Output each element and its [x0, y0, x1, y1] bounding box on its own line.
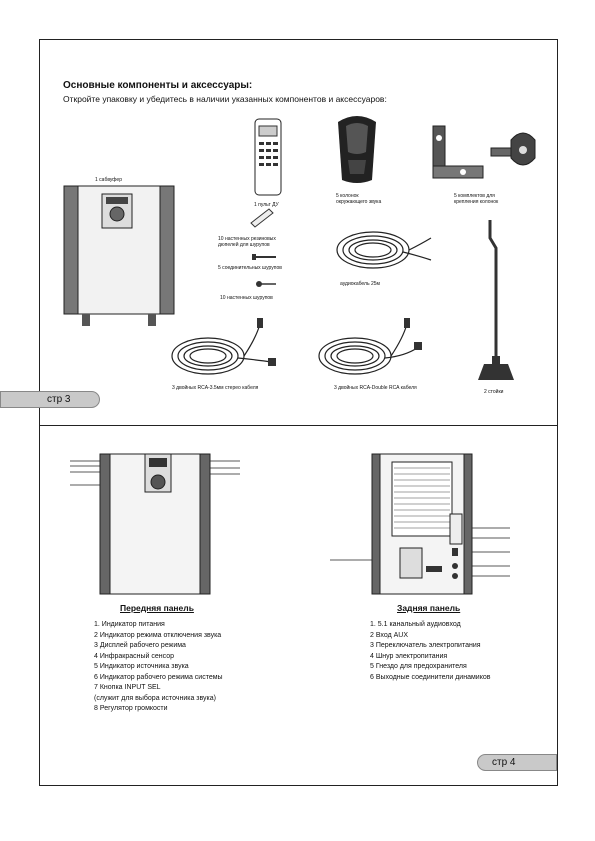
- stands-caption: 2 стойки: [484, 389, 504, 395]
- list-item: 2 Индикатор режима отключения звука: [94, 631, 222, 639]
- page-number-tab-3: стр 3: [0, 391, 100, 408]
- remote-caption: 1 пульт ДУ: [254, 202, 279, 208]
- list-item: 4 Шнур электропитания: [370, 652, 448, 660]
- rca-stereo-cable-illustration: [171, 318, 276, 375]
- mount-caption-1: 5 комплектов для: [454, 193, 495, 199]
- subwoofer-illustration: [63, 185, 175, 326]
- subwoofer-caption: 1 сабвуфер: [95, 177, 122, 183]
- page-divider: [39, 425, 558, 426]
- rear-panel-diagram: [330, 453, 510, 595]
- front-panel-list: 1. Индикатор питания 2 Индикатор режима …: [94, 620, 223, 715]
- list-item: 6 Индикатор рабочего режима системы: [94, 673, 223, 681]
- connector-screw-illustration: [252, 254, 276, 260]
- rca-stereo-cable-caption: 3 двойных RCA-3.5мм стерео кабеля: [172, 385, 259, 391]
- list-item: 5 Гнездо для предохранителя: [370, 663, 467, 670]
- rear-panel-list: 1. 5.1 канальный аудиовход 2 Вход AUX 3 …: [370, 620, 490, 683]
- list-item: 2 Вход AUX: [370, 631, 409, 639]
- list-item: 7 Кнопка INPUT SEL: [94, 684, 161, 691]
- remote-illustration: [254, 118, 282, 196]
- page-frame: [39, 39, 558, 786]
- satellites-caption-1: 5 колонок: [336, 193, 359, 199]
- list-item: 3 Дисплей рабочего режима: [94, 642, 186, 649]
- list-item: 4 Инфракрасный сенсор: [94, 652, 175, 660]
- rca-double-cable-caption: 3 двойных RCA-Double RCA кабеля: [334, 385, 417, 391]
- rca-double-cable-illustration: [318, 318, 422, 375]
- audio-cable-coil-illustration: [336, 231, 432, 269]
- mounting-bracket-illustration: [432, 125, 536, 179]
- list-item: 5 Индикатор источника звука: [94, 663, 189, 670]
- list-item: (служит для выбора источника звука): [94, 694, 216, 702]
- anchors-caption-1: 10 настенных резиновых: [218, 236, 276, 242]
- list-item: 3 Переключатель электропитания: [370, 642, 481, 649]
- wall-anchor-illustration: [250, 208, 274, 228]
- mount-caption-2: крепления колонок: [454, 199, 499, 205]
- front-panel-title: Передняя панель: [120, 603, 194, 613]
- wall-screws-caption: 10 настенных шурупов: [220, 295, 273, 301]
- anchors-caption-2: дюпелей для шурупов: [218, 242, 270, 248]
- front-panel-diagram: [70, 453, 240, 595]
- list-item: 6 Выходные соединители динамиков: [370, 673, 491, 681]
- section-subheading: Откройте упаковку и убедитесь в наличии …: [63, 94, 387, 104]
- satellite-speaker-illustration: [338, 116, 376, 183]
- list-item: 1. Индикатор питания: [94, 621, 165, 628]
- satellites-caption-2: окружающего звука: [336, 199, 382, 205]
- connector-screws-caption: 5 соединительных шурупов: [218, 265, 282, 271]
- list-item: 8 Регулятор громкости: [94, 705, 168, 712]
- section-heading: Основные компоненты и аксессуары:: [63, 80, 253, 91]
- page-number-tab-4: стр 4: [477, 754, 557, 771]
- list-item: 1. 5.1 канальный аудиовход: [370, 621, 461, 628]
- wall-screw-illustration: [256, 281, 276, 287]
- rear-panel-title: Задняя панель: [397, 603, 461, 613]
- speaker-stand-illustration: [478, 220, 514, 380]
- audio-cable-caption: аудиокабель 25м: [340, 281, 380, 287]
